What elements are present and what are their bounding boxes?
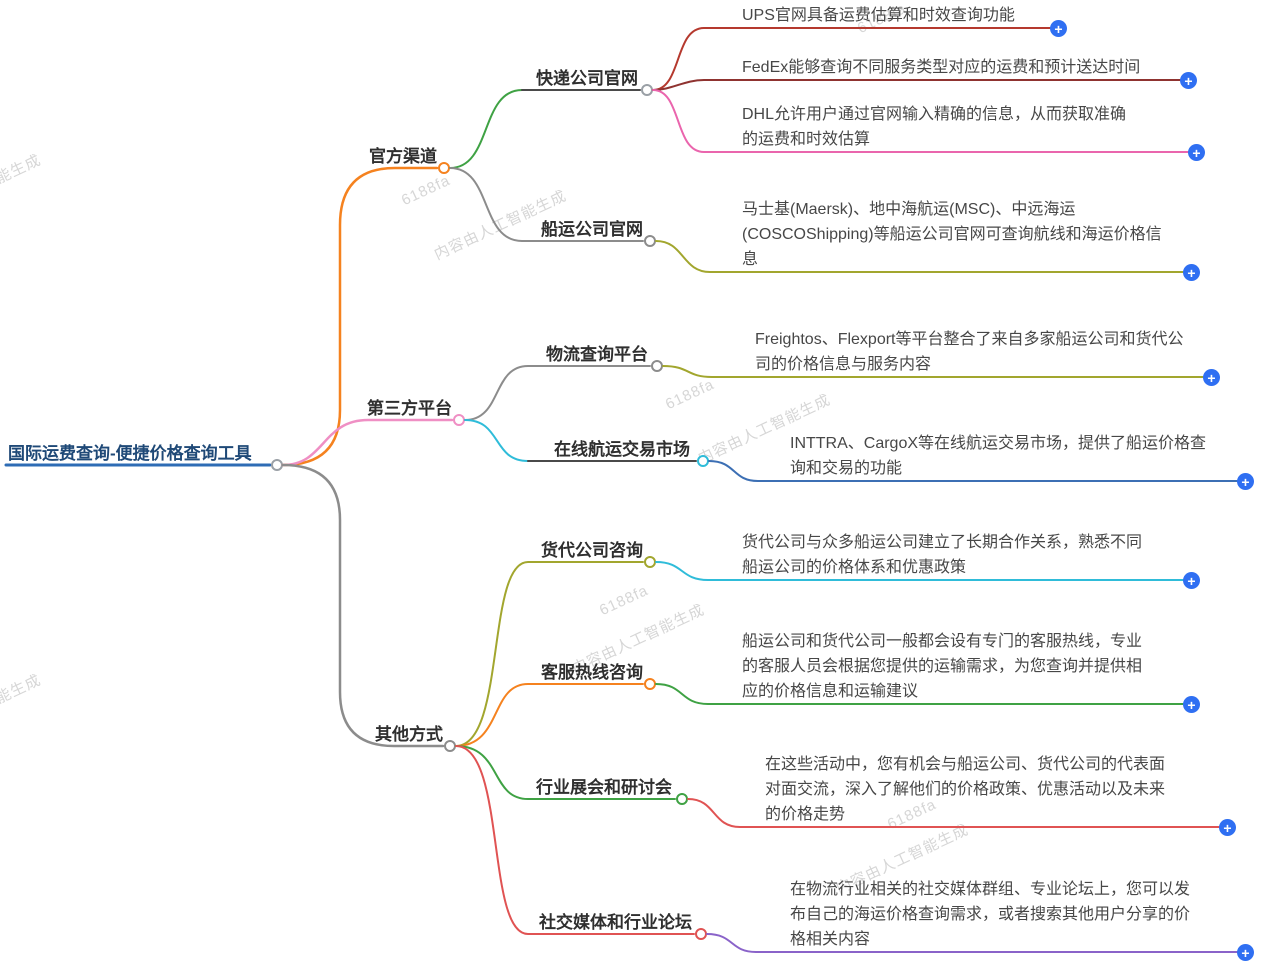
third-party-circle[interactable] [453, 414, 465, 426]
edge-root-to-official-channels [281, 166, 439, 467]
shipping-websites-circle[interactable] [644, 235, 656, 247]
node-shipping-websites-label[interactable]: 船运公司官网 [541, 220, 643, 239]
leaf-exhibition-text[interactable]: 在这些活动中，您有机会与船运公司、货代公司的代表面对面交流，深入了解他们的价格政… [765, 756, 1166, 823]
edge-to-express-websites [449, 89, 523, 169]
edge-root-to-third-party [281, 418, 454, 467]
leaf-hotline-text[interactable]: 船运公司和货代公司一般都会设有专门的客服热线，专业的客服人员会根据您提供的运输需… [742, 633, 1143, 700]
node-logistics-platforms-label[interactable]: 物流查询平台 [546, 345, 648, 364]
express-websites-circle[interactable] [641, 84, 653, 96]
official-channels-circle[interactable] [438, 162, 450, 174]
expand-button-social[interactable]: + [1237, 944, 1254, 961]
edge-to-social-forums [455, 745, 695, 935]
edge-to-exhibitions [455, 745, 676, 800]
edge-leaf-social [706, 933, 1238, 953]
expand-button-fedex[interactable]: + [1180, 72, 1197, 89]
branch-other-methods-label[interactable]: 其他方式 [375, 725, 443, 744]
edge-leaf-exhibition [687, 798, 1220, 828]
forwarder-consult-circle[interactable] [644, 556, 656, 568]
leaf-maersk-text[interactable]: 马士基(Maersk)、地中海航运(MSC)、中远海运(COSCOShippin… [742, 201, 1162, 268]
online-markets-circle[interactable] [697, 455, 709, 467]
social-forums-circle[interactable] [695, 928, 707, 940]
expand-button-exhibition[interactable]: + [1219, 819, 1236, 836]
branch-third-party-label[interactable]: 第三方平台 [367, 399, 452, 418]
expand-button-maersk[interactable]: + [1183, 264, 1200, 281]
leaf-forwarder-text[interactable]: 货代公司与众多船运公司建立了长期合作关系，熟悉不同船运公司的价格体系和优惠政策 [742, 534, 1143, 576]
expand-button-ups[interactable]: + [1050, 20, 1067, 37]
root-node-label[interactable]: 国际运费查询-便捷价格查询工具 [8, 444, 252, 463]
edge-to-hotline-consult [455, 683, 644, 747]
node-online-markets-label[interactable]: 在线航运交易市场 [554, 440, 690, 459]
root-node-circle[interactable] [271, 459, 283, 471]
leaf-dhl-text[interactable]: DHL允许用户通过官网输入精确的信息，从而获取准确的运费和时效估算 [742, 106, 1127, 148]
expand-button-dhl[interactable]: + [1188, 144, 1205, 161]
edge-to-logistics-platforms [464, 365, 651, 421]
node-social-forums-label[interactable]: 社交媒体和行业论坛 [539, 913, 692, 932]
node-express-websites-label[interactable]: 快递公司官网 [536, 69, 638, 88]
edge-leaf-freightos [662, 365, 1204, 378]
leaf-freightos-text[interactable]: Freightos、Flexport等平台整合了来自多家船运公司和货代公司的价格… [755, 331, 1184, 373]
expand-button-hotline[interactable]: + [1183, 696, 1200, 713]
edge-root-to-other-methods [281, 463, 445, 748]
edge-leaf-dhl [652, 89, 1189, 153]
expand-button-freightos[interactable]: + [1203, 369, 1220, 386]
leaf-fedex-text[interactable]: FedEx能够查询不同服务类型对应的运费和预计送达时间 [742, 59, 1141, 76]
edge-leaf-ups [652, 27, 1051, 91]
leaf-ups-text[interactable]: UPS官网具备运费估算和时效查询功能 [742, 7, 1015, 24]
expand-button-forwarder[interactable]: + [1183, 572, 1200, 589]
expand-button-inttra[interactable]: + [1237, 473, 1254, 490]
node-exhibitions-label[interactable]: 行业展会和研讨会 [536, 778, 672, 797]
hotline-consult-circle[interactable] [644, 678, 656, 690]
node-hotline-consult-label[interactable]: 客服热线咨询 [541, 663, 643, 682]
leaf-social-text[interactable]: 在物流行业相关的社交媒体群组、专业论坛上，您可以发布自己的海运价格查询需求，或者… [790, 881, 1191, 948]
logistics-platforms-circle[interactable] [651, 360, 663, 372]
edge-to-forwarder-consult [455, 561, 644, 747]
edge-leaf-forwarder [655, 561, 1184, 581]
branch-official-channels-label[interactable]: 官方渠道 [369, 147, 437, 166]
edge-leaf-inttra [708, 460, 1238, 482]
other-methods-circle[interactable] [444, 740, 456, 752]
edge-leaf-fedex [652, 79, 1181, 91]
edge-to-online-markets [464, 419, 529, 462]
node-forwarder-consult-label[interactable]: 货代公司咨询 [541, 541, 643, 560]
exhibitions-circle[interactable] [676, 793, 688, 805]
edge-leaf-maersk [655, 240, 1184, 273]
edge-to-shipping-websites [449, 167, 644, 242]
edge-leaf-hotline [655, 683, 1184, 705]
leaf-inttra-text[interactable]: INTTRA、CargoX等在线航运交易市场，提供了船运价格查询和交易的功能 [790, 435, 1207, 477]
